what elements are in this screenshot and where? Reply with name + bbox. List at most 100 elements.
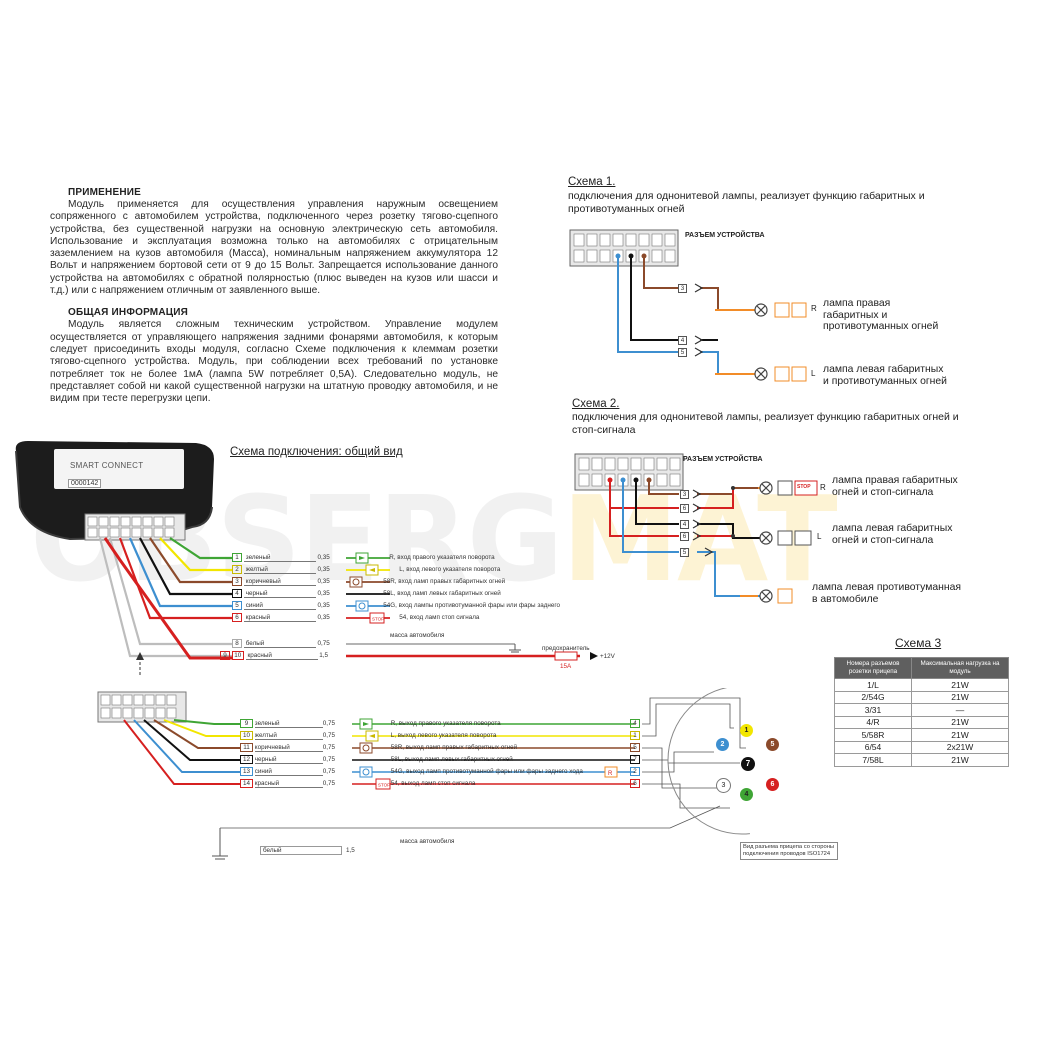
- pin-tag: 5: [630, 743, 640, 752]
- intro-text: ПРИМЕНЕНИЕ Модуль применяется для осущес…: [50, 187, 498, 405]
- wire-number: 9: [220, 651, 230, 660]
- wire-color-name: желтый: [243, 566, 316, 574]
- scheme1-tag: 5: [678, 348, 687, 357]
- wire-color-name: красный: [245, 652, 318, 660]
- wire-gauge: 0,75: [322, 780, 336, 787]
- upper-wiring: STOP: [84, 513, 598, 675]
- wire-row: 3 коричневый 0,35 58R, вход ламп правых …: [232, 577, 505, 586]
- table-cell: 21W: [911, 690, 1009, 704]
- wire-gauge: 0,35: [317, 566, 330, 573]
- table-header-row: Номера разъемов розетки прицепа Максимал…: [834, 657, 1009, 679]
- wire-gauge: 0,35: [317, 614, 330, 621]
- wire-gauge: 0,35: [317, 554, 330, 561]
- pin-label: 3: [721, 782, 726, 789]
- wire-number-2: 10: [231, 651, 244, 660]
- table-cell: 21W: [911, 715, 1009, 729]
- wire-row-ground: белый 1,5 масса автомобиля: [260, 838, 454, 855]
- wire-number: 10: [240, 731, 253, 740]
- scheme2-connector-label: РАЗЪЕМ УСТРОЙСТВА: [683, 456, 763, 463]
- section-body-application: Модуль применяется для осуществления упр…: [50, 199, 498, 297]
- pin-tag: 4: [630, 719, 640, 728]
- wire-gauge: 0,35: [317, 578, 330, 585]
- pin-label: 4: [744, 791, 749, 798]
- table-cell: 2/54G: [834, 690, 912, 704]
- wire-desc: 58L, вход ламп левых габаритных огней: [383, 590, 501, 597]
- scheme2-subtitle: подключения для однонитевой лампы, реали…: [572, 411, 959, 436]
- wire-number: 9: [240, 719, 253, 728]
- lower-wiring: STOP R: [97, 688, 750, 860]
- paragraph: Модуль применяется для осуществления упр…: [50, 199, 498, 297]
- column-header: Номера разъемов розетки прицепа: [834, 657, 912, 679]
- wire-desc: масса автомобиля: [400, 838, 455, 845]
- device-serial: 0000142: [68, 479, 102, 488]
- wire-number: 8: [232, 639, 242, 648]
- table-cell: 7/58L: [834, 753, 912, 767]
- socket-caption-text: Вид разъема прицепа со стороны подключен…: [743, 844, 835, 857]
- socket-pin-2: 2: [716, 738, 729, 751]
- svg-text:STOP: STOP: [378, 783, 390, 788]
- svg-text:STOP: STOP: [372, 617, 384, 622]
- scheme2-tag: 5: [680, 548, 689, 557]
- wire-gauge: 0,75: [322, 744, 336, 751]
- wire-color-name: белый: [243, 640, 316, 648]
- column-header: Максимальная нагрузка на модуль: [911, 657, 1009, 679]
- socket-pin-7: 7: [741, 757, 755, 771]
- scheme1-lamps: [715, 302, 807, 382]
- section-title-application: ПРИМЕНЕНИЕ: [68, 187, 142, 198]
- socket-pin-3: 3: [716, 778, 731, 793]
- wire-gauge: 1,5: [319, 652, 329, 659]
- table-cell: 6/54: [834, 740, 912, 754]
- scheme2-tag: 3: [680, 490, 689, 499]
- scheme1-tag: 4: [678, 336, 687, 345]
- scheme2-lamps: [740, 480, 818, 604]
- wire-color-name: желтый: [254, 732, 323, 740]
- scheme2-wiring: [574, 453, 765, 597]
- wire-gauge: 0,75: [322, 732, 336, 739]
- wire-row: 1 зеленый 0,35 R, вход правого указателя…: [232, 553, 495, 562]
- wire-desc: R, вход правого указателя поворота: [389, 554, 495, 561]
- wire-desc: 54G, выход ламп противотуманной фары или…: [390, 768, 583, 775]
- wire-gauge: 1,5: [346, 847, 355, 854]
- scheme2-stop-badge: STOP: [797, 484, 811, 490]
- pin-label: 5: [770, 741, 775, 748]
- wire-gauge: 0,75: [322, 768, 336, 775]
- wire-row: 5 синий 0,35 54G, вход лампы противотума…: [232, 601, 560, 610]
- scheme2-lamp-left: лампа левая габаритных огней и стоп-сигн…: [832, 523, 953, 546]
- wire-desc: L, выход левого указателя поворота: [390, 732, 497, 739]
- wire-number: 13: [240, 767, 253, 776]
- wire-gauge: 0,35: [317, 602, 330, 609]
- table-cell: 21W: [911, 678, 1009, 692]
- scheme2-tag: 4: [680, 520, 689, 529]
- table-cell: —: [911, 703, 1009, 717]
- wire-number: 11: [240, 743, 253, 752]
- scheme2-side-r: R: [820, 483, 826, 492]
- table-cell: 21W: [911, 753, 1009, 767]
- device-name: SMART CONNECT: [70, 461, 144, 470]
- wire-color-name: белый: [260, 846, 342, 855]
- pin-label: 1: [744, 727, 749, 734]
- pin-tag: 7: [630, 755, 640, 764]
- wire-desc: 54, выход ламп стоп сигнала: [390, 780, 476, 787]
- wire-number: 4: [232, 589, 242, 598]
- wire-number: 3: [232, 577, 242, 586]
- wire-color-name: красный: [243, 614, 316, 622]
- voltage-label: +12V: [600, 653, 615, 660]
- wire-number: 14: [240, 779, 253, 788]
- wire-desc: R, выход правого указателя поворота: [390, 720, 501, 727]
- wire-color-name: зеленый: [254, 720, 323, 728]
- scheme1-title: Схема 1.: [568, 176, 616, 188]
- wire-row-power: 9 10 красный 1,5: [220, 651, 343, 660]
- wire-gauge: 0,75: [317, 640, 330, 647]
- wire-row: 4 черный 0,35 58L, вход ламп левых габар…: [232, 589, 501, 598]
- scheme1-tag: 3: [678, 284, 687, 293]
- pin-tag: 2: [630, 767, 640, 776]
- fuse-rating: 15A: [560, 663, 572, 670]
- section-title-general: ОБЩАЯ ИНФОРМАЦИЯ: [68, 307, 189, 319]
- wire-color-name: зеленый: [243, 554, 316, 562]
- wire-desc: масса автомобиля: [390, 632, 445, 639]
